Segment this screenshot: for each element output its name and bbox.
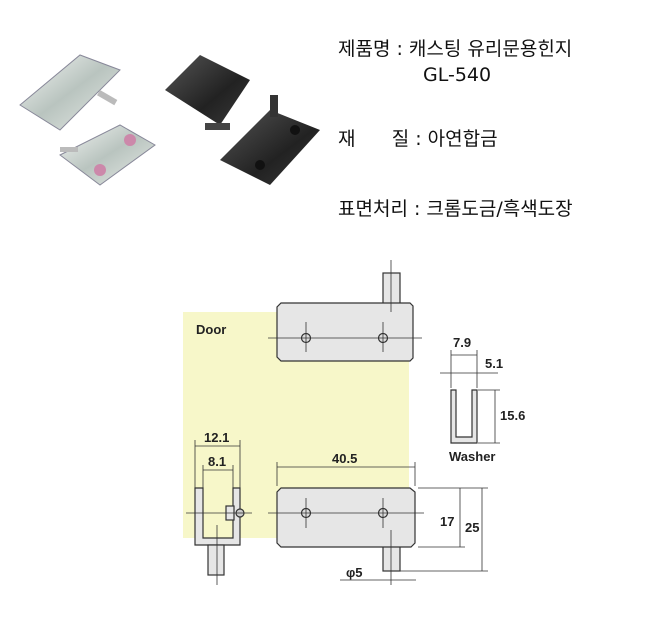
dim-body-height: 17 <box>440 514 454 529</box>
top-pin <box>382 272 401 306</box>
dim-side-inner: 8.1 <box>208 454 226 469</box>
black-hinge-photo <box>165 55 320 185</box>
model-number: GL-540 <box>423 64 492 86</box>
bottom-pin <box>382 544 401 572</box>
dim-length: 40.5 <box>332 451 357 466</box>
dim-pin-diameter: φ5 <box>346 565 363 580</box>
door-label: Door <box>196 322 226 337</box>
top-body <box>276 302 414 362</box>
dim-washer-height: 15.6 <box>500 408 525 423</box>
washer-shape <box>450 389 478 444</box>
product-photo <box>19 54 320 186</box>
washer-label: Washer <box>449 449 495 464</box>
material: 재 질 : 아연합금 <box>338 128 498 150</box>
product-name: 제품명 : 캐스팅 유리문용힌지 <box>338 38 573 60</box>
dim-side-outer: 12.1 <box>204 430 229 445</box>
dim-total-height: 25 <box>465 520 479 535</box>
bottom-body <box>276 487 416 548</box>
surface-finish: 표면처리 : 크롬도금/흑색도장 <box>338 198 573 220</box>
dim-washer-width: 7.9 <box>453 335 471 350</box>
dim-washer-inner: 5.1 <box>485 356 503 371</box>
chrome-hinge-photo <box>19 54 156 186</box>
